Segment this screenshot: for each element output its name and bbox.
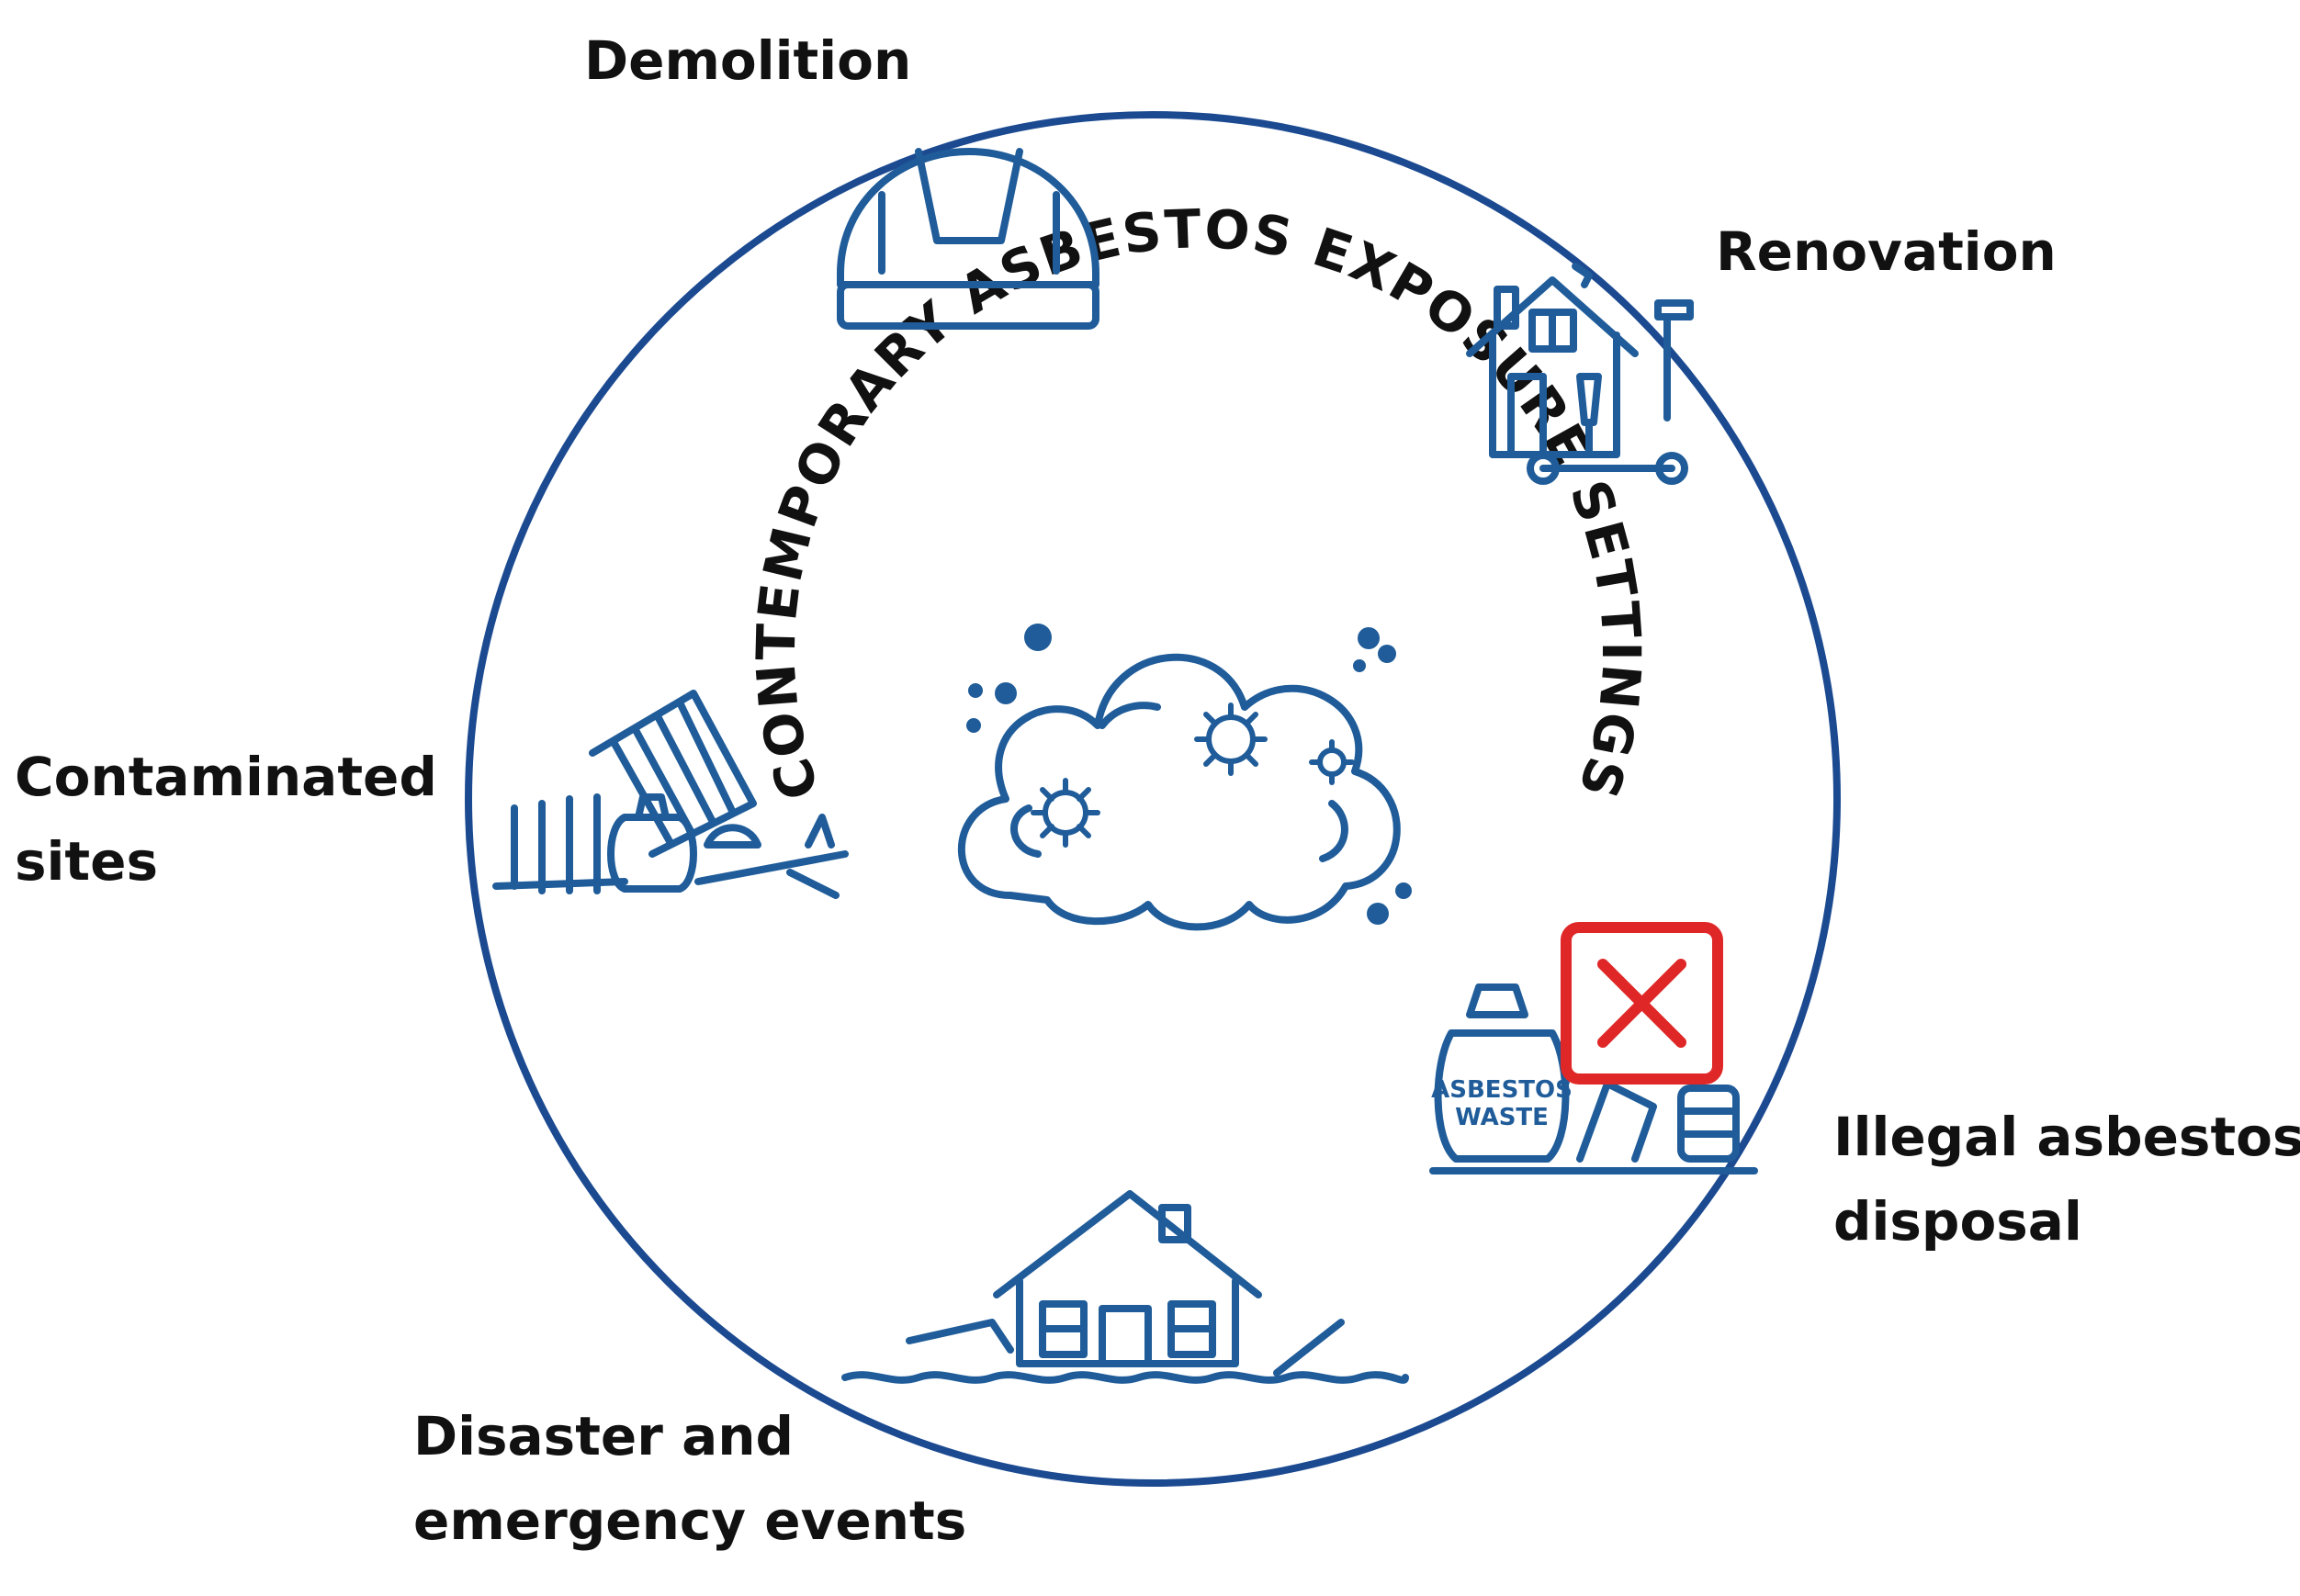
label-illegal-disposal: Illegal asbestos disposal — [1833, 1106, 2300, 1253]
flooded-house-icon — [841, 1190, 1409, 1384]
bag-text-line2: WASTE — [1455, 1104, 1549, 1131]
label-demolition: Demolition — [584, 29, 912, 92]
hard-hat-icon — [837, 148, 1099, 330]
contaminated-site-icon — [492, 690, 849, 899]
house-renovation-icon — [1466, 263, 1694, 485]
asbestos-cloud-icon — [957, 653, 1401, 931]
prohibited-x-icon — [1561, 922, 1723, 1085]
label-disaster-events: Disaster and emergency events — [413, 1405, 967, 1552]
label-renovation: Renovation — [1716, 220, 2057, 283]
label-contaminated-sites: Contaminated sites — [15, 746, 437, 893]
outer-circle — [465, 111, 1841, 1487]
dust-particles — [966, 624, 1412, 925]
bag-text-line1: ASBESTOS — [1431, 1076, 1573, 1104]
